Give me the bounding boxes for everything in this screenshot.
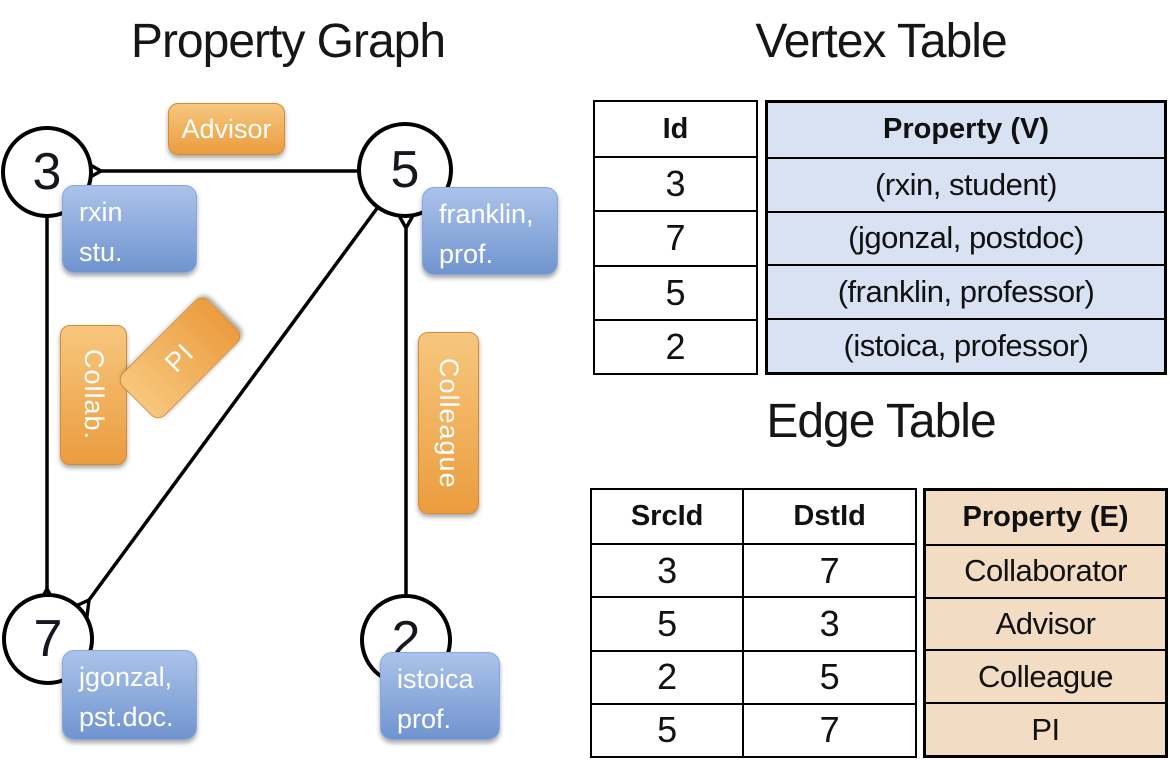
edge-label-pi-text: PI	[159, 337, 200, 378]
edge-property-header: Property (E)	[962, 500, 1129, 533]
vertex-id-cell: 5	[595, 264, 756, 319]
vertex-table-property-column: Property (V) (rxin, student) (jgonzal, p…	[765, 100, 1167, 375]
vertex-table-id-column: Id 3 7 5 2	[593, 100, 758, 375]
edge-label-advisor: Advisor	[168, 103, 285, 155]
vertex-prop-jgonzal-line1: jgonzal,	[79, 662, 173, 692]
edge-src-cell: 3	[592, 543, 743, 596]
vertex-id-header: Id	[662, 112, 689, 145]
node-5-id: 5	[391, 141, 420, 199]
edge-label-collab: Collab.	[60, 325, 127, 465]
edge-label-collab-text: Collab.	[79, 349, 109, 441]
property-graph-title: Property Graph	[130, 15, 446, 68]
node-7-id: 7	[34, 610, 63, 668]
node-3-id: 3	[33, 143, 62, 201]
vertex-property-header: Property (V)	[883, 113, 1049, 146]
edge-dst-cell: 7	[742, 543, 915, 597]
vertex-property-cell: (istoica, professor)	[768, 318, 1164, 372]
vertex-id-cell: 7	[595, 210, 756, 264]
edge-property-cell: Collaborator	[926, 543, 1165, 597]
edge-label-colleague-text: Colleague	[434, 357, 464, 489]
vertex-prop-rxin-line2: stu.	[79, 237, 123, 267]
edge-property-cell: Advisor	[926, 596, 1165, 650]
edge-label-advisor-text: Advisor	[181, 113, 272, 144]
edge-src-cell: 5	[592, 596, 743, 649]
edge-line-pi-5-to-7	[71, 205, 380, 619]
edge-property-cell: PI	[926, 702, 1165, 755]
vertex-prop-jgonzal: jgonzal, pst.doc.	[62, 650, 197, 740]
vertex-prop-rxin: rxin stu.	[62, 185, 197, 273]
edge-table-title: Edge Table	[766, 395, 996, 448]
vertex-prop-rxin-line1: rxin	[79, 197, 123, 227]
vertex-prop-franklin-line2: prof.	[439, 239, 494, 269]
vertex-property-cell: (jgonzal, postdoc)	[768, 210, 1164, 265]
vertex-prop-istoica: istoica prof.	[380, 652, 500, 740]
vertex-prop-franklin-line1: franklin,	[439, 199, 534, 229]
vertex-table-title: Vertex Table	[755, 15, 1007, 68]
vertex-id-cell: 2	[595, 318, 756, 373]
edge-property-cell: Colleague	[926, 649, 1165, 702]
edge-dstid-header: DstId	[742, 490, 915, 544]
vertex-property-cell: (franklin, professor)	[768, 264, 1164, 318]
vertex-prop-jgonzal-line2: pst.doc.	[79, 702, 174, 732]
edge-table-src-dst-columns: SrcId DstId 3 7 5 3 2 5 5 7	[590, 488, 917, 758]
vertex-prop-franklin: franklin, prof.	[422, 187, 558, 275]
edge-dst-cell: 3	[742, 596, 915, 650]
edge-srcid-header: SrcId	[630, 500, 704, 533]
edge-dst-cell: 5	[742, 649, 915, 703]
vertex-prop-istoica-line1: istoica	[397, 664, 474, 694]
edge-src-cell: 2	[592, 649, 743, 703]
vertex-prop-istoica-line2: prof.	[397, 704, 452, 734]
edge-src-cell: 5	[592, 702, 743, 756]
vertex-property-cell: (rxin, student)	[768, 156, 1164, 211]
edge-dst-cell: 7	[742, 702, 915, 756]
edge-table-property-column: Property (E) Collaborator Advisor Collea…	[923, 488, 1168, 758]
vertex-id-cell: 3	[595, 156, 756, 210]
edge-label-colleague: Colleague	[418, 332, 479, 514]
